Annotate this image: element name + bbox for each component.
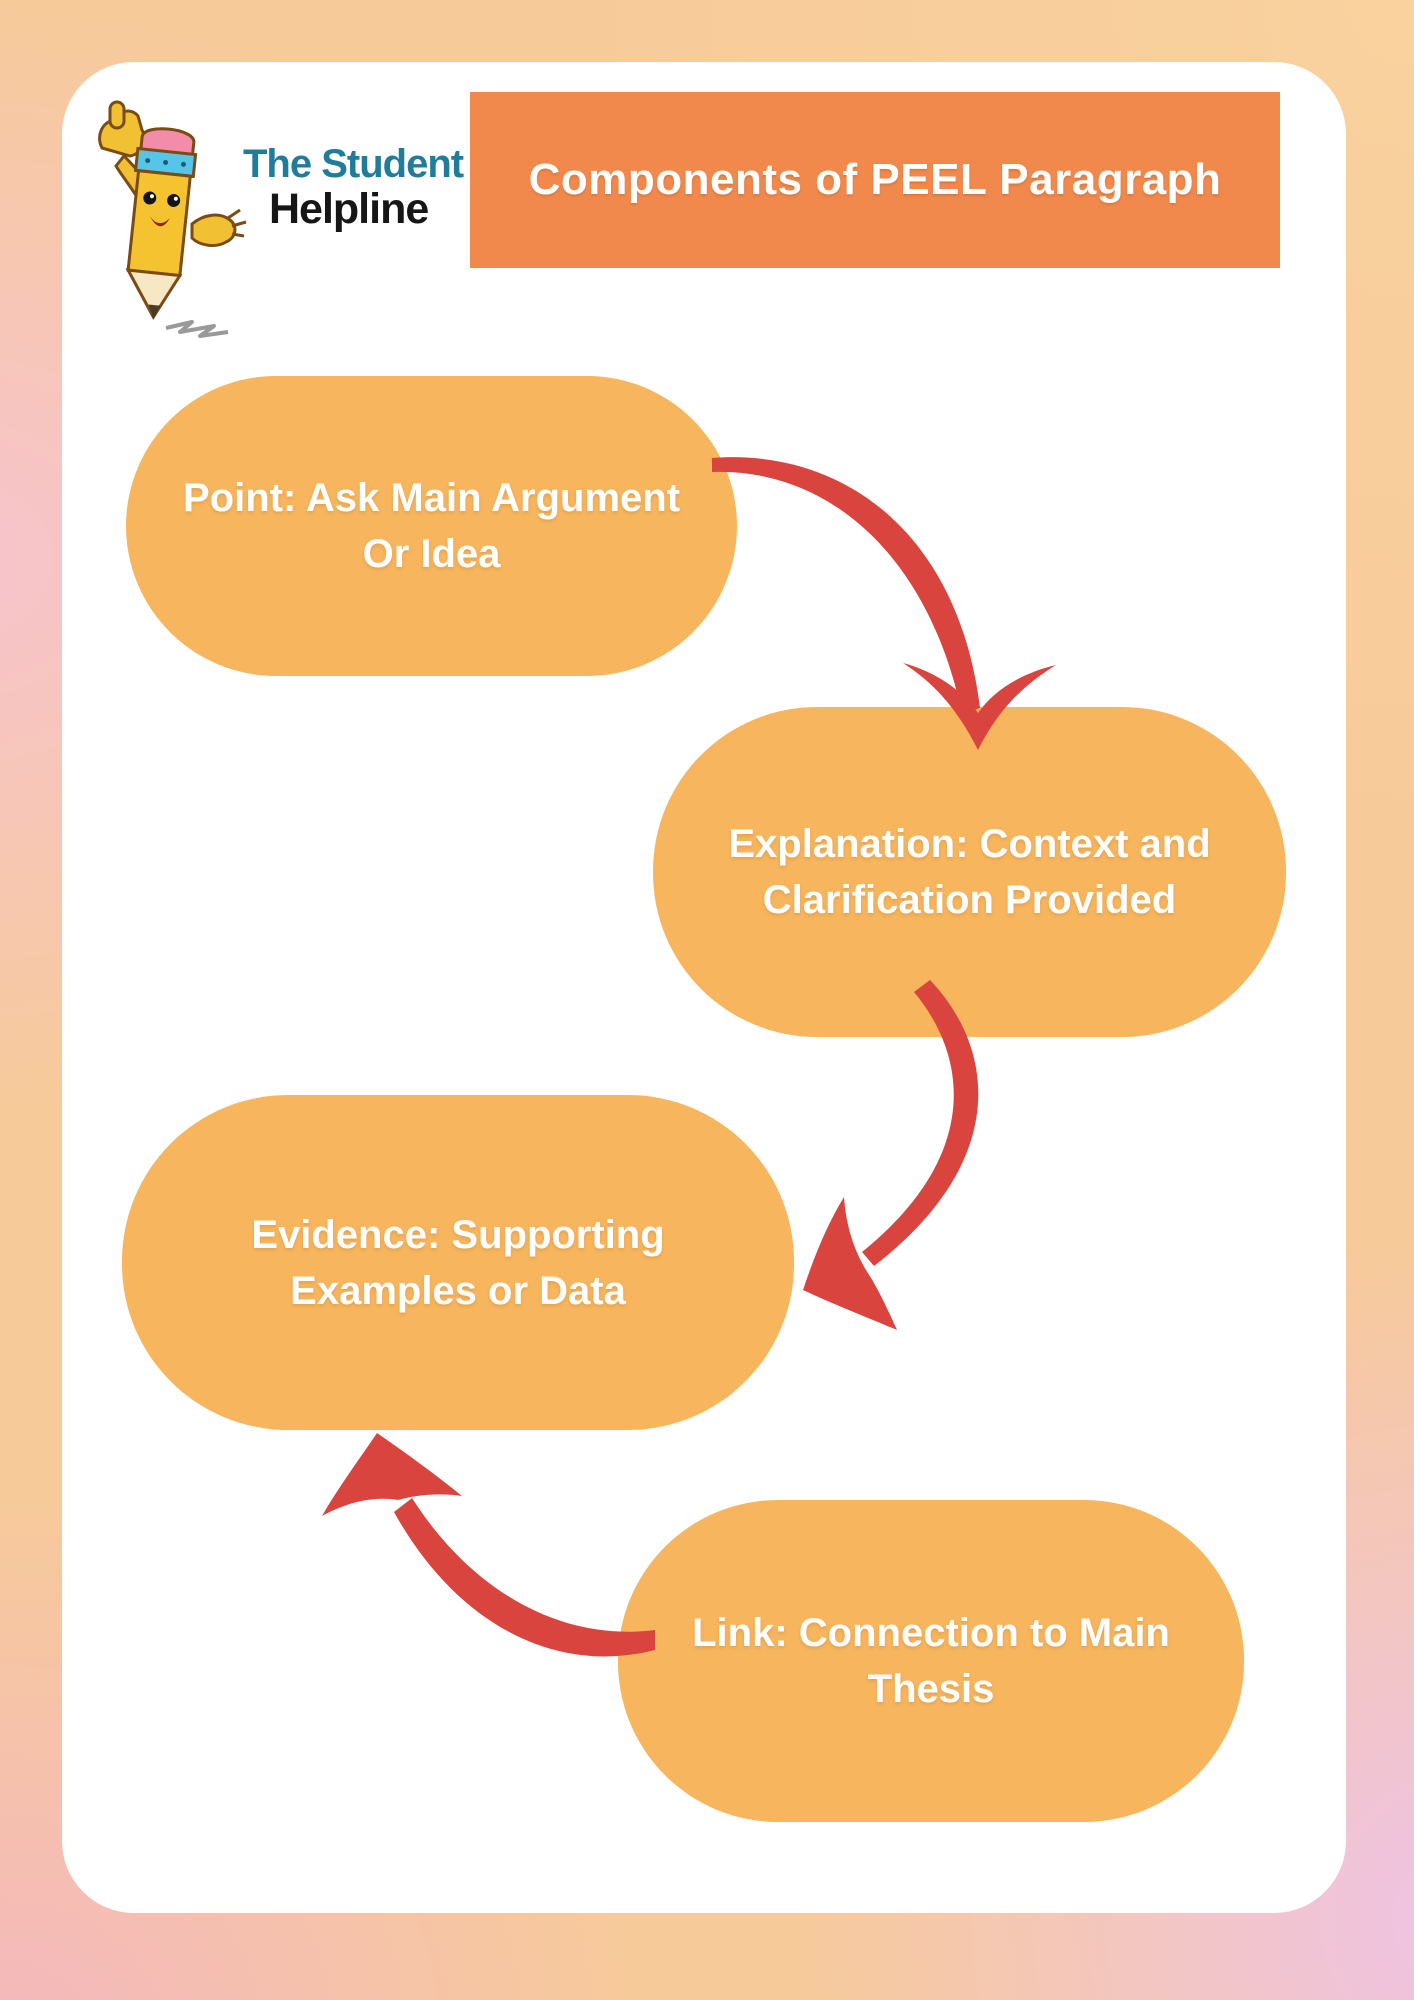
bubble-evidence-line1: Evidence: Supporting: [251, 1212, 665, 1257]
bubble-explanation: Explanation: Context and Clarification P…: [653, 707, 1286, 1037]
bubble-point-line2: Or Idea: [362, 532, 501, 576]
bubble-point: Point: Ask Main Argument Or Idea: [126, 376, 737, 676]
title-banner: Components of PEEL Paragraph: [470, 92, 1280, 268]
logo-line1: The Student: [243, 142, 464, 186]
logo-line2: Helpline: [269, 185, 429, 233]
bubble-link-line1: Link: Connection to Main: [692, 1611, 1170, 1655]
bubble-link-line2: Thesis: [867, 1667, 995, 1711]
pencil-mascot-icon: [98, 100, 247, 338]
logo-text: The Student Helpline: [243, 142, 464, 233]
bubble-evidence-line2: Examples or Data: [290, 1268, 626, 1313]
logo: The Student Helpline: [88, 96, 468, 351]
page-title: Components of PEEL Paragraph: [528, 155, 1222, 204]
bubble-evidence: Evidence: Supporting Examples or Data: [122, 1095, 794, 1430]
bubble-point-line1: Point: Ask Main Argument: [182, 476, 681, 520]
bubble-explanation-line2: Clarification Provided: [762, 878, 1177, 922]
bubble-link: Link: Connection to Main Thesis: [618, 1500, 1244, 1822]
bubble-explanation-line1: Explanation: Context and: [728, 822, 1211, 866]
